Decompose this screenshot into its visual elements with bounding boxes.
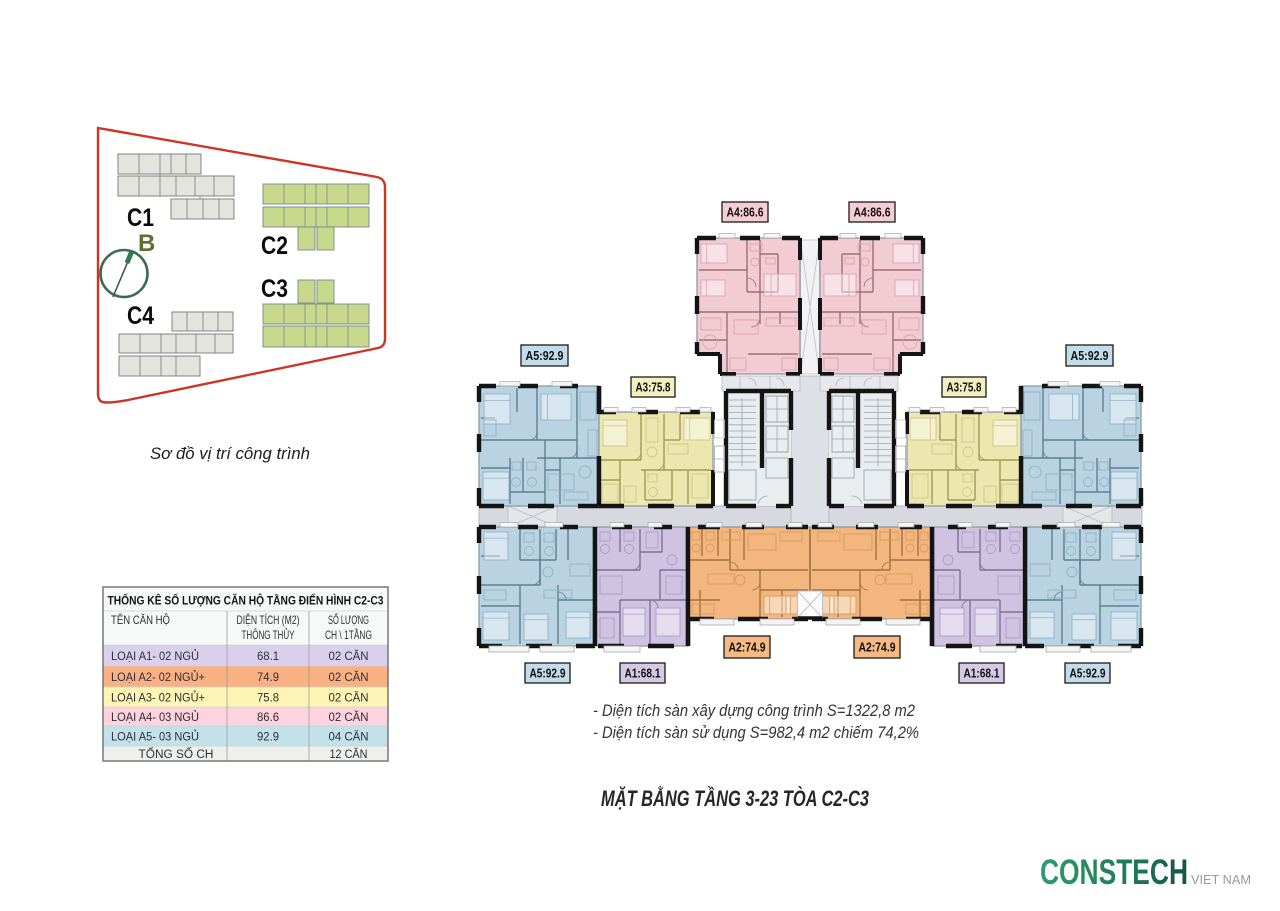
svg-text:CONSTECH: CONSTECH xyxy=(1040,853,1188,892)
svg-text:A3:75.8: A3:75.8 xyxy=(947,380,982,395)
svg-text:02 CĂN: 02 CĂN xyxy=(329,669,369,684)
svg-text:02 CĂN: 02 CĂN xyxy=(329,709,369,724)
svg-text:TỔNG SỐ CH: TỔNG SỐ CH xyxy=(139,746,214,761)
svg-text:A2:74.9: A2:74.9 xyxy=(729,640,766,655)
svg-text:A5:92.9: A5:92.9 xyxy=(530,666,566,681)
svg-text:A5:92.9: A5:92.9 xyxy=(1070,666,1106,681)
svg-text:A3:75.8: A3:75.8 xyxy=(636,380,671,395)
svg-text:68.1: 68.1 xyxy=(257,649,279,663)
svg-text:C4: C4 xyxy=(127,302,154,330)
svg-text:LOẠI A5- 03 NGỦ: LOẠI A5- 03 NGỦ xyxy=(111,728,199,743)
svg-text:02 CĂN: 02 CĂN xyxy=(329,689,369,704)
svg-text:A5:92.9: A5:92.9 xyxy=(526,348,564,363)
svg-text:THỐNG KÊ SỐ LƯỢNG CĂN HỘ TẦNG: THỐNG KÊ SỐ LƯỢNG CĂN HỘ TẦNG ĐIỂN HÌNH … xyxy=(108,593,384,608)
svg-text:LOẠI A3- 02 NGỦ+: LOẠI A3- 02 NGỦ+ xyxy=(111,689,205,704)
svg-text:A2:74.9: A2:74.9 xyxy=(859,640,896,655)
svg-text:CH \ 1TẦNG: CH \ 1TẦNG xyxy=(325,627,372,642)
svg-text:LOẠI A1- 02 NGỦ: LOẠI A1- 02 NGỦ xyxy=(111,648,199,663)
svg-text:74.9: 74.9 xyxy=(257,670,279,684)
svg-text:DIỆN TÍCH (M2): DIỆN TÍCH (M2) xyxy=(237,612,300,627)
svg-text:C1: C1 xyxy=(127,204,154,232)
svg-text:MẶT BẰNG TẦNG 3-23 TÒA C2-C3: MẶT BẰNG TẦNG 3-23 TÒA C2-C3 xyxy=(601,786,869,811)
svg-text:C2: C2 xyxy=(261,232,288,260)
svg-text:B: B xyxy=(138,230,155,257)
svg-text:A1:68.1: A1:68.1 xyxy=(964,666,1000,681)
svg-text:92.9: 92.9 xyxy=(257,729,279,743)
svg-text:04 CĂN: 04 CĂN xyxy=(329,728,369,743)
svg-text:75.8: 75.8 xyxy=(257,690,279,704)
svg-text:LOẠI A4- 03 NGỦ: LOẠI A4- 03 NGỦ xyxy=(111,709,199,724)
svg-text:- Diện tích sàn xây dựng công: - Diện tích sàn xây dựng công trình S=13… xyxy=(593,701,915,720)
svg-text:SỐ LƯỢNG: SỐ LƯỢNG xyxy=(328,612,369,627)
svg-text:LOẠI A2- 02 NGỦ+: LOẠI A2- 02 NGỦ+ xyxy=(111,669,205,684)
svg-text:12 CĂN: 12 CĂN xyxy=(330,746,368,761)
svg-text:VIET NAM: VIET NAM xyxy=(1191,873,1251,887)
svg-text:THÔNG THỦY: THÔNG THỦY xyxy=(242,627,295,642)
svg-text:A5:92.9: A5:92.9 xyxy=(1071,348,1109,363)
svg-text:C3: C3 xyxy=(261,275,288,303)
svg-text:A4:86.6: A4:86.6 xyxy=(727,205,764,220)
svg-text:A4:86.6: A4:86.6 xyxy=(854,205,891,220)
svg-text:TÊN CĂN HỘ: TÊN CĂN HỘ xyxy=(111,612,170,627)
svg-text:- Diện tích sàn sử dụng S=982,: - Diện tích sàn sử dụng S=982,4 m2 chiếm… xyxy=(593,723,919,742)
svg-text:02 CĂN: 02 CĂN xyxy=(329,648,369,663)
svg-text:Sơ đồ vị trí công trình: Sơ đồ vị trí công trình xyxy=(150,444,310,463)
svg-text:86.6: 86.6 xyxy=(257,710,279,724)
svg-text:A1:68.1: A1:68.1 xyxy=(625,666,661,681)
